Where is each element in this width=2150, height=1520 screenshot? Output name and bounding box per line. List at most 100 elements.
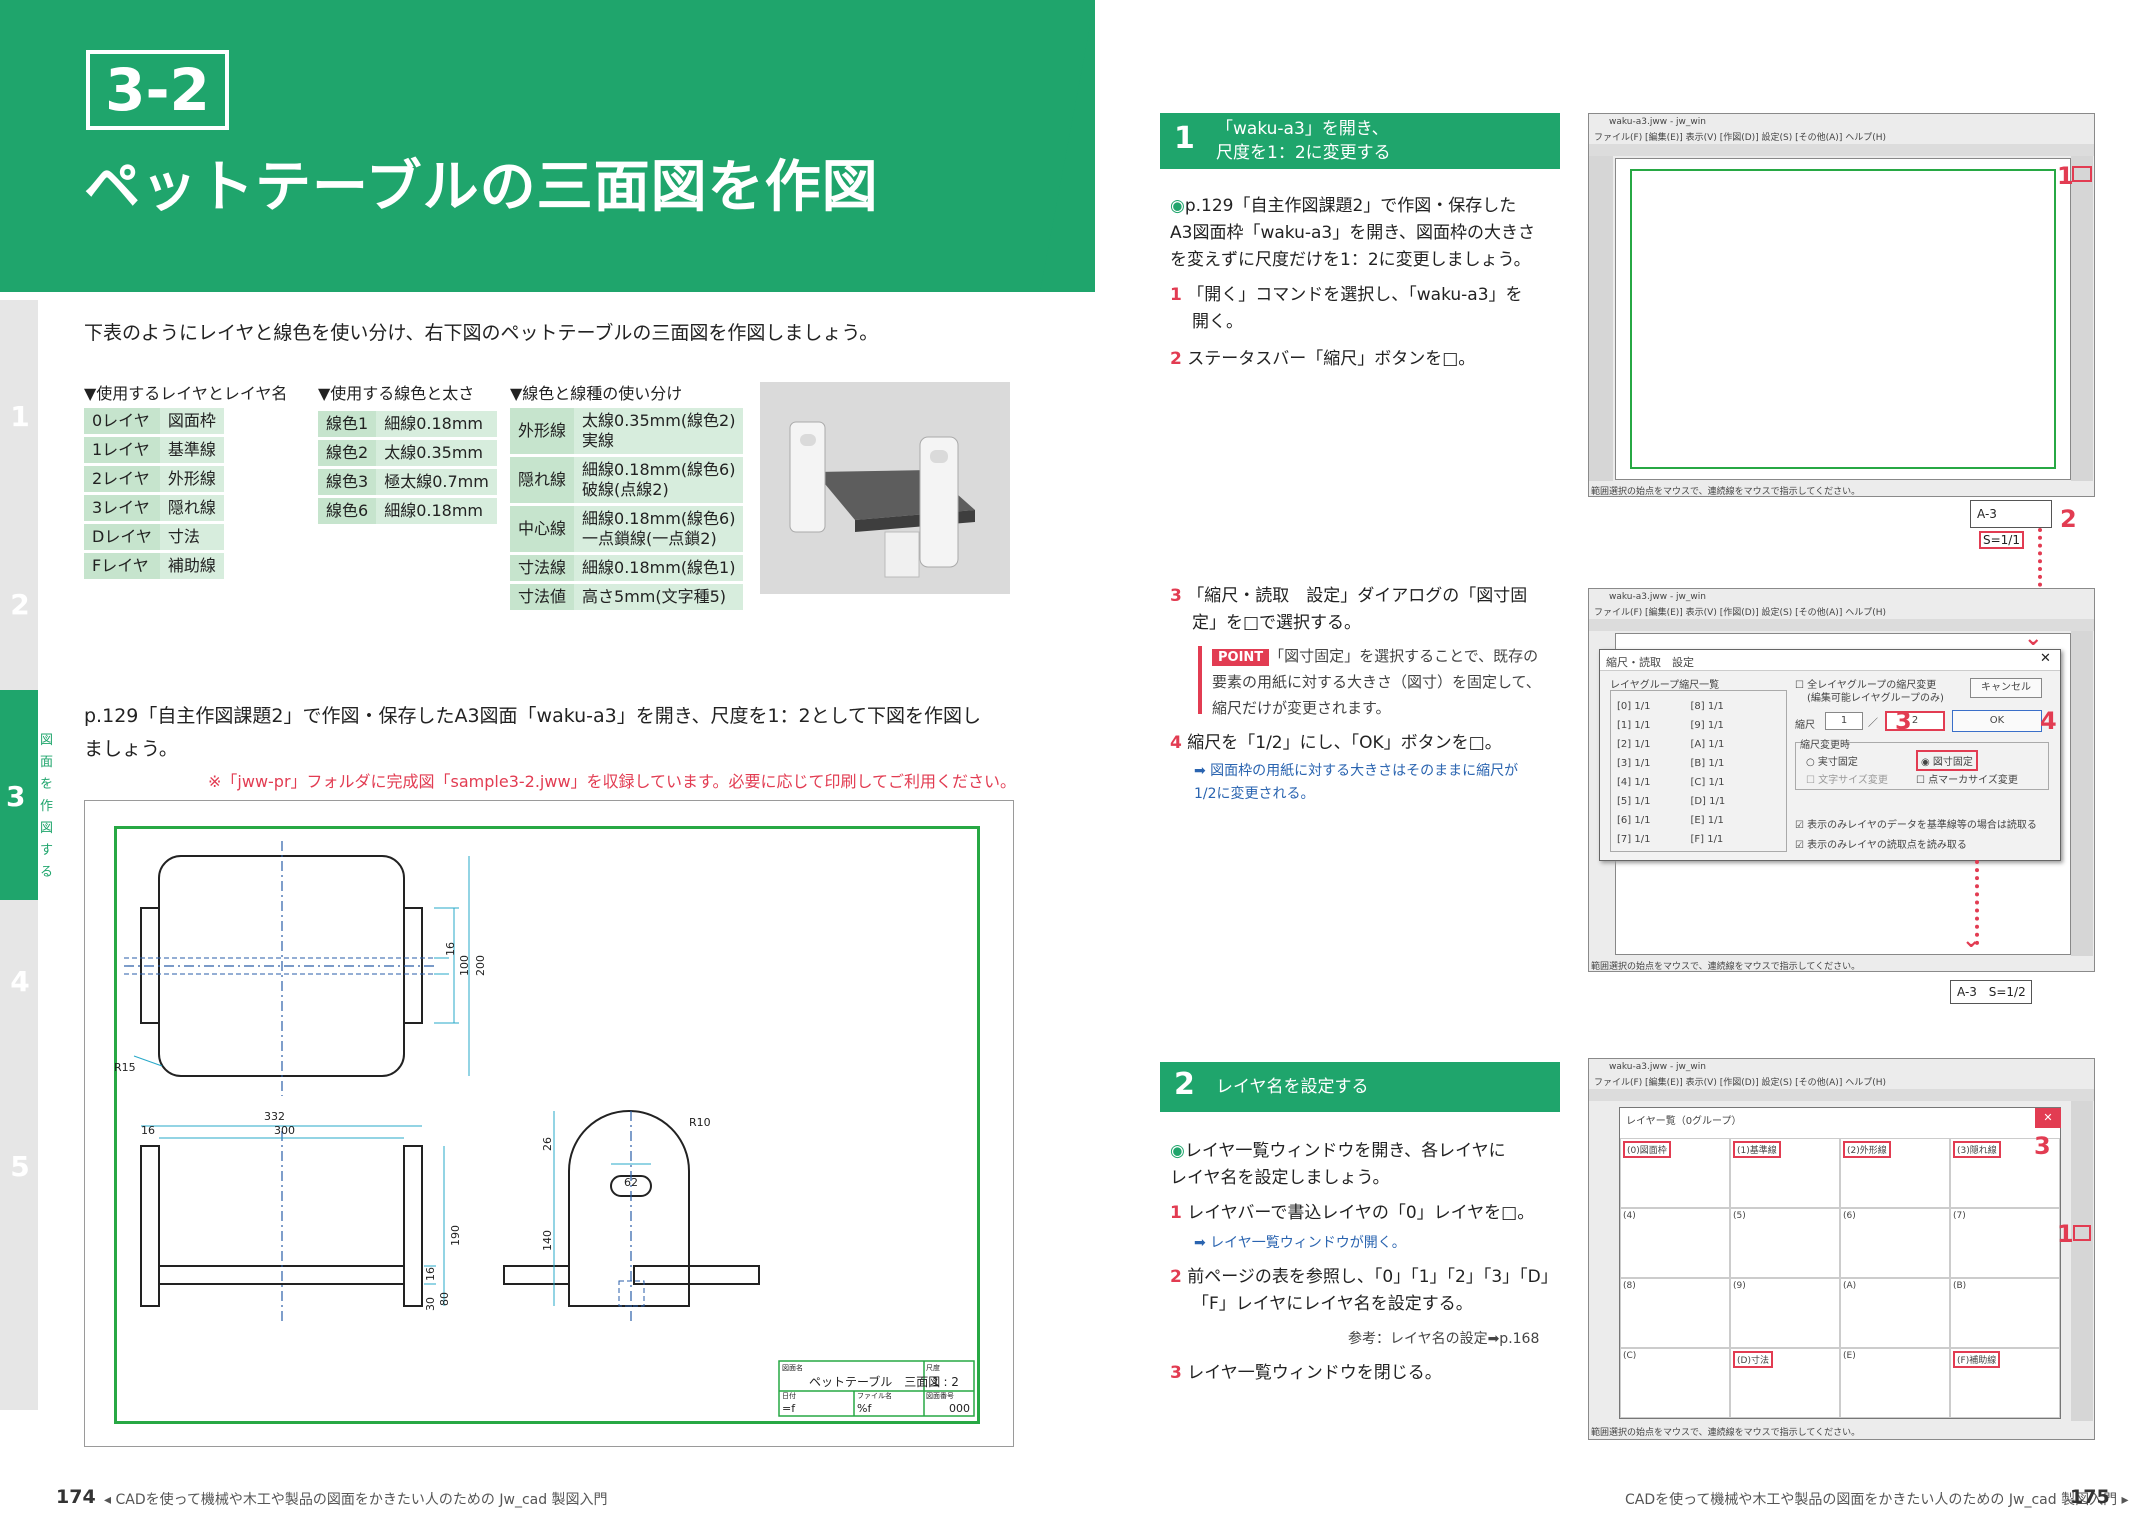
drawing-frame-inner xyxy=(114,826,980,1424)
step-1-lead-2: A3図面枠「waku-a3」を開き、図面枠の大きさ xyxy=(1170,223,1536,243)
dim-100: 100 xyxy=(458,955,471,976)
screenshot-2-toolbar[interactable] xyxy=(1589,619,2094,631)
layer-cell[interactable]: (5) xyxy=(1730,1208,1840,1278)
front-view-left-board xyxy=(140,1145,160,1307)
side-view-shelf-right xyxy=(633,1265,760,1285)
step-2-lead-1: ◉レイヤ一覧ウィンドウを開き、各レイヤに xyxy=(1170,1141,1506,1161)
tb-file-label: ファイル名 xyxy=(857,1391,892,1400)
layer-cell[interactable]: (C) xyxy=(1620,1348,1730,1418)
step-1-lead-1: ◉p.129「自主作図課題2」で作図・保存した xyxy=(1170,196,1517,216)
task-text-line1: p.129「自主作図課題2」で作図・保存したA3図面「waku-a3」を開き、尺… xyxy=(84,705,982,727)
page-number-right: 175 xyxy=(2070,1486,2110,1508)
side-tab-3[interactable]: 3 xyxy=(6,780,26,813)
side-view-board xyxy=(568,1110,690,1307)
screenshot-2-right-toolbar[interactable] xyxy=(2071,631,2093,956)
screenshot-1-titlebar: waku-a3.jww - jw_win xyxy=(1609,117,1706,127)
screenshot-3-status: 範囲選択の始点をマウスで、連続線をマウスで指示してください。 xyxy=(1591,1428,1861,1438)
drawing-frame-outer xyxy=(84,800,1014,1447)
ok-button[interactable]: OK xyxy=(1952,710,2042,732)
table-row: 3レイヤ隠れ線 xyxy=(84,495,224,521)
layer-cell[interactable]: (8) xyxy=(1620,1278,1730,1348)
screenshot-1-left-toolbar[interactable] xyxy=(1589,156,1613,481)
usage-table: 外形線太線0.35mm(線色2)実線 隠れ線細線0.18mm(線色6)破線(点線… xyxy=(510,405,744,613)
dim-300: 300 xyxy=(274,1124,295,1137)
callout-6: 1 xyxy=(2057,1220,2074,1248)
close-icon[interactable]: ✕ xyxy=(2040,651,2051,666)
screenshot-2-menu[interactable]: ファイル(F) [編集(E)] 表示(V) [作図(D)] 設定(S) [その他… xyxy=(1594,608,1886,618)
dialog-group-label: レイヤグループ縮尺一覧 xyxy=(1610,680,1720,691)
dialog-all-checkbox[interactable]: ☐ 全レイヤグループの縮尺変更 xyxy=(1795,680,1937,691)
checkbox-marker-size[interactable]: ☐ 点マーカサイズ変更 xyxy=(1916,775,2018,786)
layer-window-title: レイヤー覧（0グループ） xyxy=(1626,1116,1742,1127)
page-number-left: 174 xyxy=(56,1486,96,1508)
scale-status-button-2[interactable]: A-3 S=1/2 xyxy=(1950,980,2032,1004)
page-title: ペットテーブルの三面図を作図 xyxy=(84,155,879,220)
layer-list-window: レイヤー覧（0グループ） ✕ (0)図面枠 (1)基準線 (2)外形線 (3)隠… xyxy=(1619,1107,2061,1419)
side-tab-5[interactable]: 5 xyxy=(10,1150,30,1183)
screenshot-1-toolbar[interactable] xyxy=(1589,144,2094,156)
scale-denominator-input[interactable]: 2 xyxy=(1885,711,1945,731)
layer-cell[interactable]: (3)隠れ線 xyxy=(1950,1138,2060,1208)
callout-5: 3 xyxy=(2034,1132,2051,1160)
layer-cell[interactable]: (D)寸法 xyxy=(1730,1348,1840,1418)
dim-16-side: 16 xyxy=(444,942,457,956)
three-view-drawing: 332 300 16 16 100 200 R15 190 30 16 80 2… xyxy=(114,841,975,1417)
screenshot-3-toolbar[interactable] xyxy=(1589,1089,2094,1101)
screenshot-1-canvas[interactable] xyxy=(1615,158,2071,480)
layers-table-heading: ▼使用するレイヤとレイヤ名 xyxy=(84,384,288,403)
step-2-title: レイヤ名を設定する xyxy=(1216,1077,1369,1097)
screenshot-1-right-toolbar[interactable] xyxy=(2071,156,2093,481)
table-row: 外形線太線0.35mm(線色2)実線 xyxy=(510,408,744,454)
chevron-down-icon-2: ⌄ xyxy=(1962,928,1981,953)
dialog-group-list: [0] 1/1 [8] 1/1 [1] 1/1 [9] 1/1 [2] 1/1 … xyxy=(1610,690,1787,852)
close-icon[interactable]: ✕ xyxy=(2035,1108,2061,1128)
dialog-scale-label: 縮尺 xyxy=(1795,720,1815,731)
table-row: 隠れ線細線0.18mm(線色6)破線(点線2) xyxy=(510,457,744,503)
tb-scale-label: 尺度 xyxy=(926,1363,940,1372)
layer-cell[interactable]: (E) xyxy=(1840,1348,1950,1418)
dim-26: 26 xyxy=(541,1137,554,1151)
checkbox-text-size[interactable]: ☐ 文字サイズ変更 xyxy=(1806,775,1888,786)
side-tab-3-active[interactable] xyxy=(0,690,38,900)
callout-4: 4 xyxy=(2040,707,2057,735)
connector-dots-2 xyxy=(1975,860,1979,945)
dim-190: 190 xyxy=(449,1225,462,1246)
layer-cell[interactable]: (1)基準線 xyxy=(1730,1138,1840,1208)
side-tab-label: 図面を作図する xyxy=(40,733,54,880)
task-text-line2: ましょう。 xyxy=(84,738,178,760)
layer-cell[interactable]: (2)外形線 xyxy=(1840,1138,1950,1208)
screenshot-3-menu[interactable]: ファイル(F) [編集(E)] 表示(V) [作図(D)] 設定(S) [その他… xyxy=(1594,1078,1886,1088)
side-tab-1[interactable]: 1 xyxy=(10,400,30,433)
scale-status-button[interactable]: A-3 S=1/1 xyxy=(1970,500,2052,549)
layer-cell[interactable]: (A) xyxy=(1840,1278,1950,1348)
dialog-change-group: 縮尺変更時 ○ 実寸固定 ◉ 図寸固定 ☐ 文字サイズ変更 ☐ 点マーカサイズ変… xyxy=(1795,736,2049,790)
layer-cell[interactable]: (6) xyxy=(1840,1208,1950,1278)
step-2-item-1: 1 レイヤバーで書込レイヤの「0」レイヤを□。 xyxy=(1170,1203,1535,1223)
layer-cell[interactable]: (F)補助線 xyxy=(1950,1348,2060,1418)
point-text-2: 要素の用紙に対する大きさ（図寸）を固定して、 xyxy=(1212,673,1541,691)
screenshot-3: waku-a3.jww - jw_win ファイル(F) [編集(E)] 表示(… xyxy=(1588,1058,2095,1440)
layer-0-button-highlight[interactable] xyxy=(2073,1225,2091,1241)
layer-cell[interactable]: (B) xyxy=(1950,1278,2060,1348)
side-tab-4[interactable]: 4 xyxy=(10,965,30,998)
screenshot-1-menu[interactable]: ファイル(F) [編集(E)] 表示(V) [作図(D)] 設定(S) [その他… xyxy=(1594,133,1886,143)
checkbox-read-baseline[interactable]: ☑ 表示のみレイヤのデータを基準線等の場合は読取る xyxy=(1795,820,2037,831)
table-row: 寸法値高さ5mm(文字種5) xyxy=(510,584,744,610)
screenshot-3-titlebar: waku-a3.jww - jw_win xyxy=(1609,1062,1706,1072)
step-1-item-2: 2 ステータスバー「縮尺」ボタンを□。 xyxy=(1170,349,1476,369)
layer-cell[interactable]: (4) xyxy=(1620,1208,1730,1278)
screenshot-3-right-toolbar[interactable] xyxy=(2071,1101,2093,1421)
scale-numerator-input[interactable]: 1 xyxy=(1825,712,1863,730)
checkbox-read-points[interactable]: ☑ 表示のみレイヤの読取点を読み取る xyxy=(1795,840,1967,851)
radio-fixed-size[interactable]: ◉ 図寸固定 xyxy=(1916,750,1978,771)
layer-cell[interactable]: (7) xyxy=(1950,1208,2060,1278)
side-tab-2[interactable]: 2 xyxy=(10,588,30,621)
cancel-button[interactable]: キャンセル xyxy=(1970,678,2042,698)
layer-cell[interactable]: (0)図面枠 xyxy=(1620,1138,1730,1208)
scale-separator: ／ xyxy=(1868,718,1878,729)
step-1-lead-3: を変えずに尺度だけを1：2に変更しましょう。 xyxy=(1170,250,1531,270)
radio-actual-size[interactable]: ○ 実寸固定 xyxy=(1806,757,1858,768)
step-1-item-1b: 開く。 xyxy=(1192,312,1243,332)
layer-cell[interactable]: (9) xyxy=(1730,1278,1840,1348)
screenshot-2: waku-a3.jww - jw_win ファイル(F) [編集(E)] 表示(… xyxy=(1588,588,2095,972)
